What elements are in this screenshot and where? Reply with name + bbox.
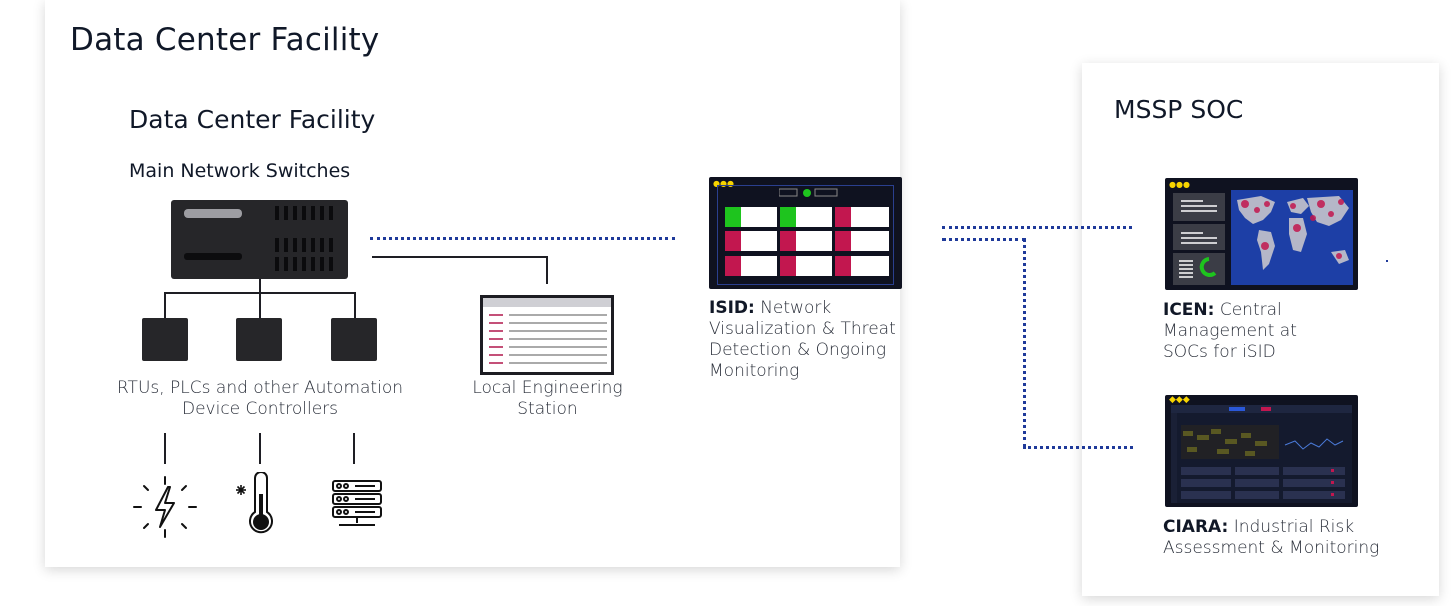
thermometer-icon [236, 472, 273, 534]
icen-caption: ICEN: Central Management at SOCs for iSI… [1163, 300, 1297, 362]
soc-title: MSSP SOC [1114, 95, 1244, 124]
controller-3 [331, 318, 377, 361]
ciara-screen: ◆◆◆ [1165, 395, 1358, 507]
mssp-soc-panel [1082, 63, 1439, 596]
lightning-icon [133, 476, 197, 538]
inner-title: Data Center Facility [129, 105, 376, 134]
controller-2 [236, 318, 282, 361]
switches-label: Main Network Switches [129, 160, 351, 182]
switch-ports-icon [275, 206, 333, 271]
link-isid-icen [942, 226, 1132, 229]
link-switch-isid [370, 237, 675, 240]
isid-screen: ●●● [709, 177, 902, 289]
ciara-caption: CIARA: Industrial Risk Assessment & Moni… [1163, 517, 1380, 558]
isid-caption: ISID: Network Visualization & Threat Det… [709, 298, 896, 381]
controller-1 [142, 318, 188, 361]
engineering-station [480, 295, 614, 375]
link-isid-ciara [1023, 446, 1133, 449]
devices-caption: RTUs, PLCs and other Automation Device C… [116, 378, 403, 419]
outer-title: Data Center Facility [70, 22, 380, 58]
icen-screen: ●●● [1165, 178, 1358, 290]
world-map [1231, 190, 1353, 285]
station-caption: Local Engineering Station [472, 378, 623, 419]
server-rack-icon [332, 480, 382, 526]
network-switch [171, 200, 348, 279]
